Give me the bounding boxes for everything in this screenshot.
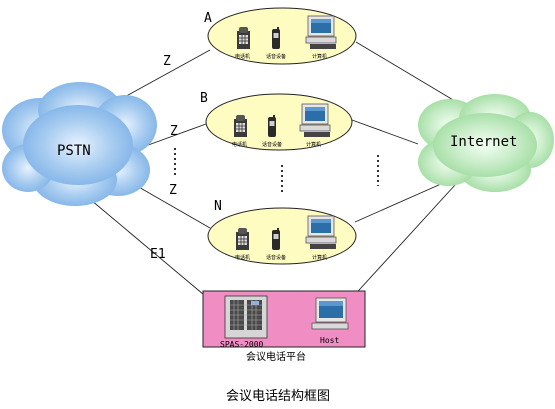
group-n-device-label-voice: 话音设备: [266, 254, 286, 261]
link-pstn-b: [139, 123, 207, 149]
group-b-label: B: [200, 91, 208, 106]
group-b-device-label-pc: 计算机: [306, 141, 321, 148]
link-label-e1: E1: [150, 247, 166, 262]
group-a: 电话机 话音设备 计算机 A: [204, 7, 357, 65]
host-label: Host: [320, 336, 339, 345]
links: [84, 41, 471, 319]
internet-cloud: Internet: [418, 94, 554, 192]
group-a-device-label-phone: 电话机: [235, 53, 250, 60]
host-icon: [311, 297, 349, 330]
diagram-caption: 会议电话结构框图: [226, 389, 330, 404]
internet-label: Internet: [450, 134, 517, 150]
server-label: SPAS-2000: [220, 340, 264, 349]
group-b-device-label-phone: 电话机: [232, 141, 247, 148]
group-b: 电话机 话音设备 计算机 B: [200, 91, 353, 151]
link-a-internet: [355, 41, 471, 111]
link-label-z-b: Z: [170, 124, 178, 139]
link-label-z-a: Z: [163, 54, 171, 69]
link-label-z-n: Z: [169, 183, 177, 198]
group-a-device-label-voice: 话音设备: [266, 53, 286, 60]
link-pstn-n: [129, 181, 211, 229]
group-a-device-label-pc: 计算机: [312, 53, 327, 60]
group-n: 电话机 话音设备 计算机 N: [207, 199, 357, 265]
link-pstn-platform: [84, 194, 223, 311]
link-n-internet: [354, 179, 451, 223]
group-n-device-label-pc: 计算机: [312, 254, 327, 261]
group-n-label: N: [214, 199, 222, 214]
pstn-cloud: PSTN: [2, 82, 157, 206]
conference-platform: SPAS-2000 Host: [202, 290, 366, 349]
server-icon: [224, 295, 268, 339]
group-n-device-label-phone: 电话机: [235, 254, 250, 261]
group-a-label: A: [204, 11, 212, 26]
link-platform-internet: [349, 184, 456, 301]
pstn-label: PSTN: [57, 143, 91, 159]
link-b-internet: [351, 119, 419, 145]
platform-title: 会议电话平台: [246, 350, 306, 363]
group-b-device-label-voice: 话音设备: [262, 141, 282, 148]
ellipsis-dots: [174, 148, 379, 195]
